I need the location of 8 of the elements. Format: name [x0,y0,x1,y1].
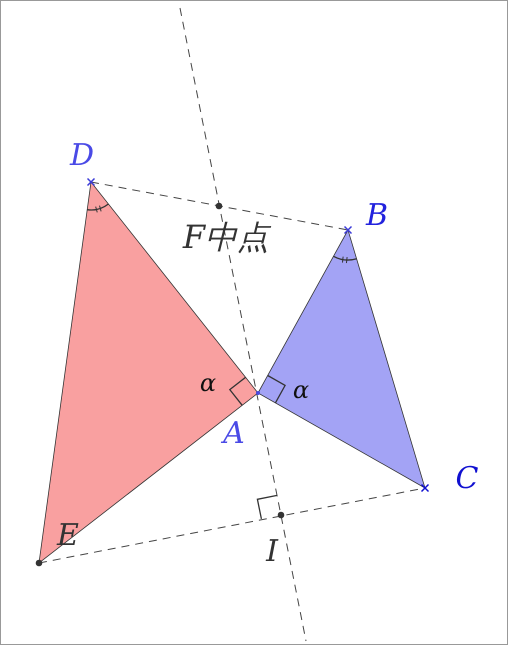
point-label: D [70,141,94,171]
angle-label: α [292,378,310,402]
point-label: B [366,201,388,231]
point-label: A [223,419,245,449]
midpoint-label: F中点 [182,221,270,253]
angle-label: α [200,371,216,395]
point-label: C [456,464,478,494]
point-label: I [266,537,278,567]
